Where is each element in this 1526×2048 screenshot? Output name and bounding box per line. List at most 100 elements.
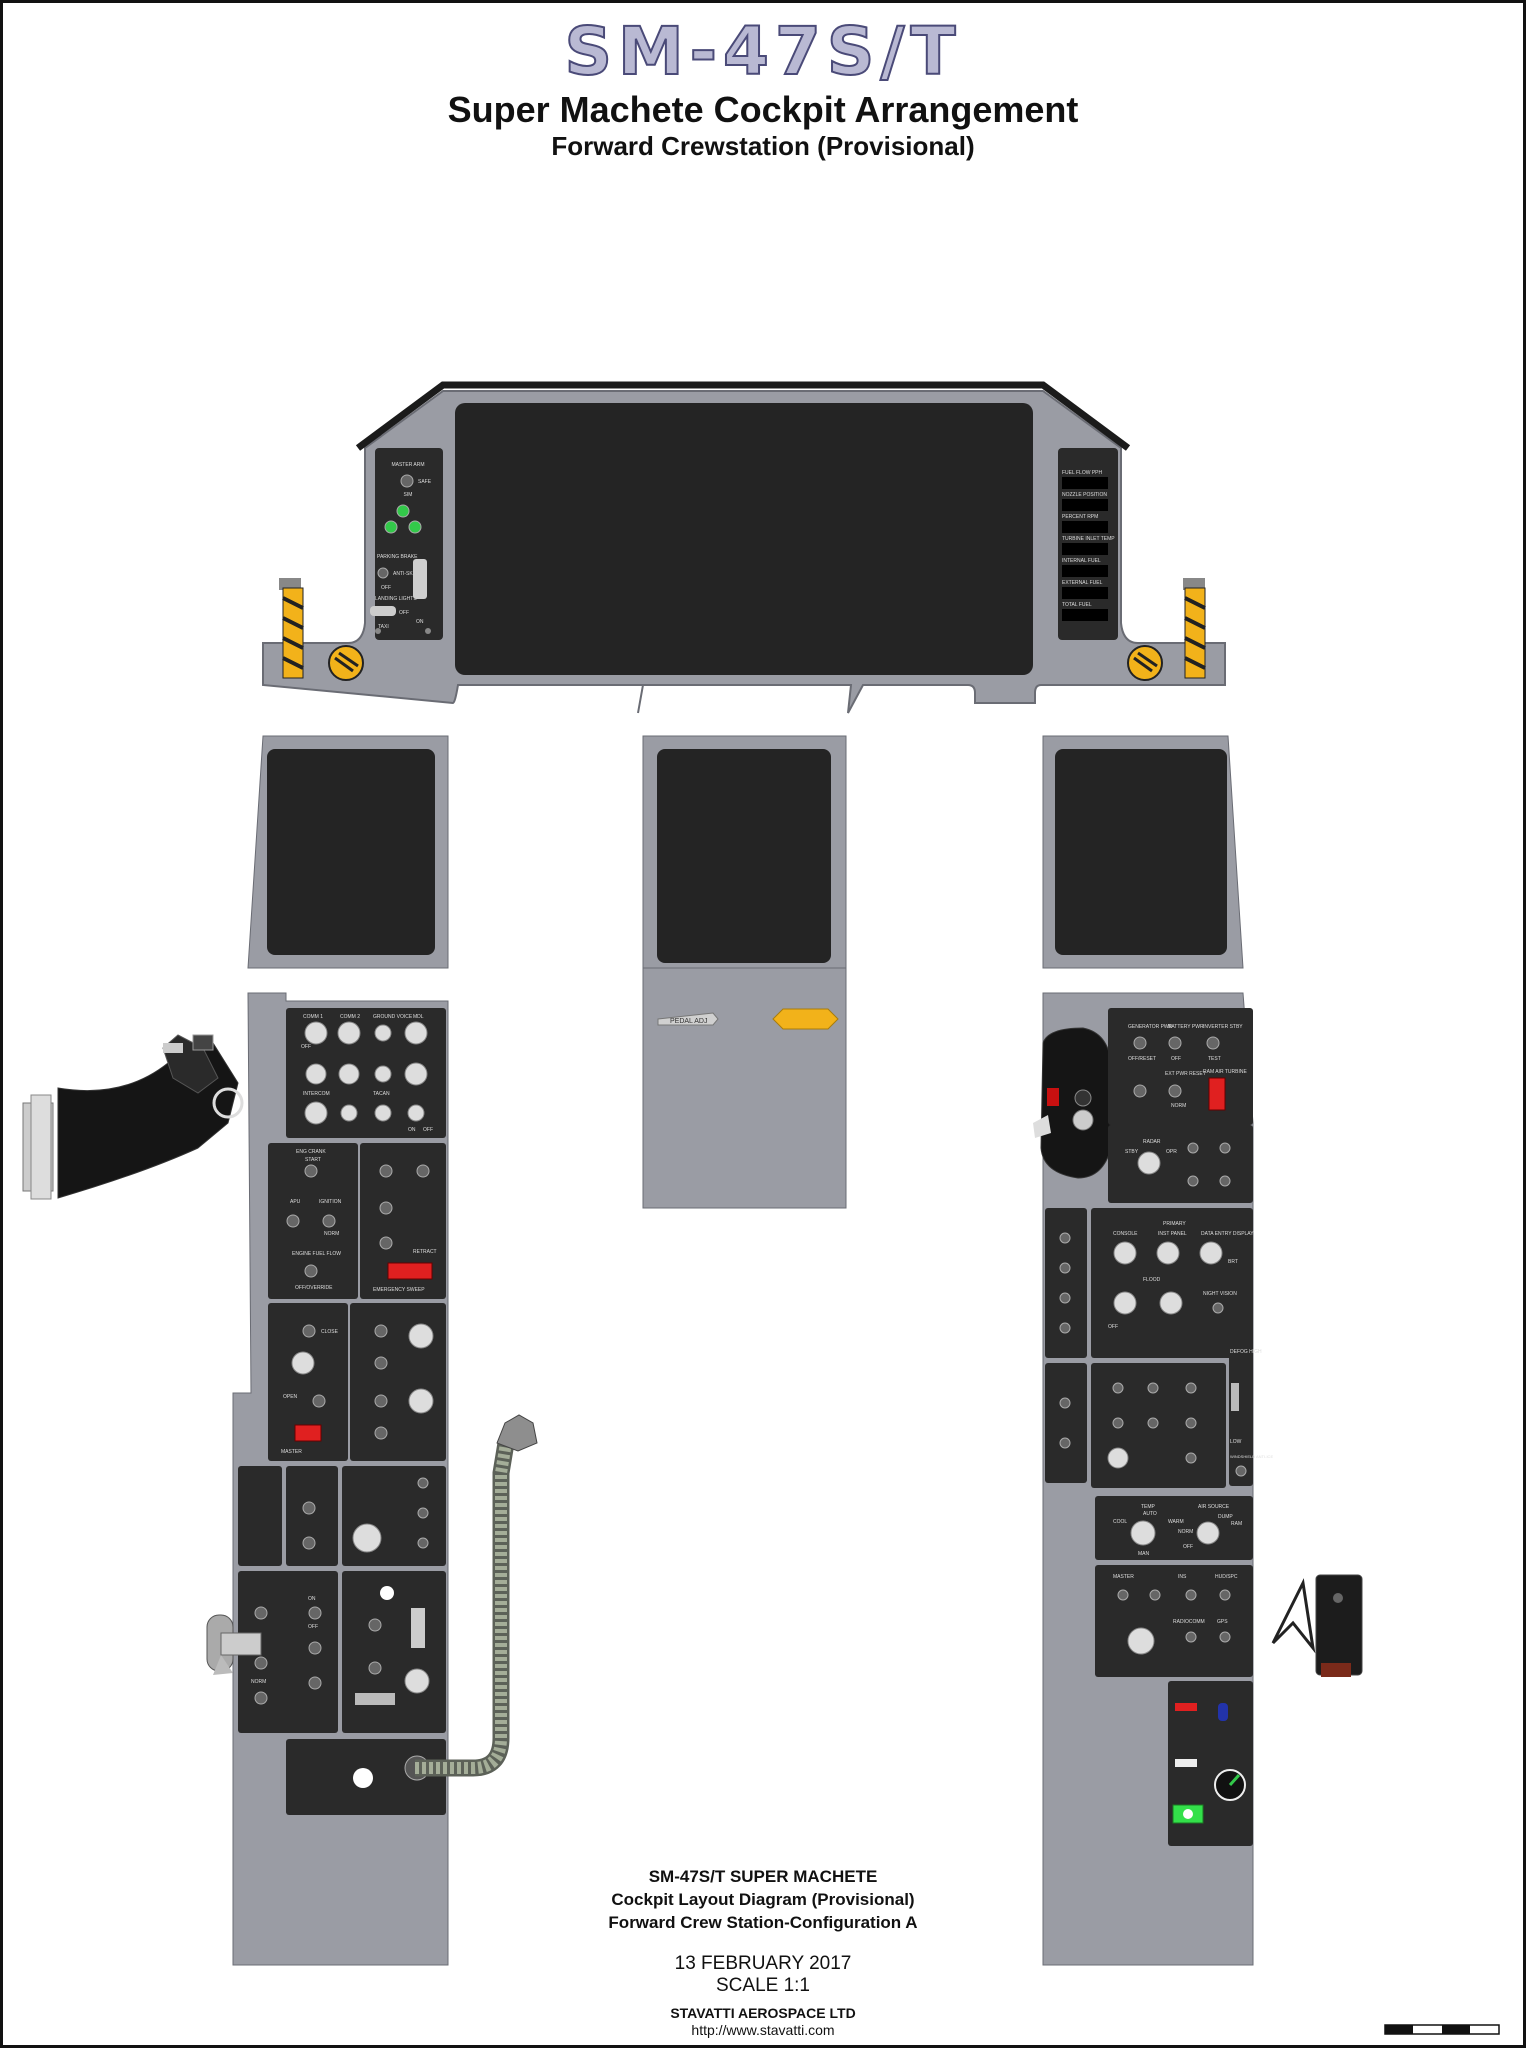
toggle-switch[interactable] (308, 1606, 322, 1620)
rotary-knob[interactable] (1107, 1447, 1129, 1469)
defog-lever[interactable] (1231, 1383, 1239, 1411)
toggle-switch[interactable] (1187, 1142, 1199, 1154)
toggle-switch[interactable] (1185, 1452, 1197, 1464)
toggle-switch[interactable] (1185, 1589, 1197, 1601)
trim-slider[interactable] (355, 1693, 395, 1705)
toggle-switch[interactable] (1185, 1382, 1197, 1394)
apu-switch[interactable] (286, 1214, 300, 1228)
temperature-knob[interactable] (1130, 1520, 1156, 1546)
ext-pwr-switch[interactable] (1168, 1084, 1182, 1098)
left-jettison-button[interactable] (328, 645, 364, 681)
toggle-switch[interactable] (1219, 1175, 1231, 1187)
data-entry-light-knob[interactable] (1199, 1241, 1223, 1265)
mdl-volume-knob[interactable] (404, 1021, 428, 1045)
air-source-knob[interactable] (1196, 1521, 1220, 1545)
right-jettison-button[interactable] (1127, 645, 1163, 681)
toggle-switch[interactable] (312, 1394, 326, 1408)
toggle-switch[interactable] (374, 1356, 388, 1370)
comm1-volume-knob[interactable] (304, 1021, 328, 1045)
left-ejection-handle[interactable] (279, 578, 304, 679)
canopy-handle[interactable] (206, 1614, 262, 1675)
parking-brake-switch[interactable] (377, 567, 389, 579)
radar-mode-knob[interactable] (1137, 1151, 1161, 1175)
master-switch-guard[interactable] (294, 1424, 322, 1442)
toggle-switch[interactable] (368, 1661, 382, 1675)
toggle-switch[interactable] (254, 1656, 268, 1670)
toggle-switch[interactable] (374, 1426, 388, 1440)
toggle-switch[interactable] (1059, 1322, 1071, 1334)
toggle-switch[interactable] (308, 1641, 322, 1655)
comm2-volume-knob[interactable] (337, 1021, 361, 1045)
toggle-switch[interactable] (1117, 1589, 1129, 1601)
toggle-switch[interactable] (302, 1324, 316, 1338)
battery-switch[interactable] (1168, 1036, 1182, 1050)
toggle-switch[interactable] (417, 1477, 429, 1489)
selector-knob[interactable] (352, 1523, 382, 1553)
toggle-switch[interactable] (1219, 1142, 1231, 1154)
toggle-switch[interactable] (417, 1537, 429, 1549)
toggle-switch[interactable] (1059, 1262, 1071, 1274)
trim-wheel[interactable] (411, 1608, 425, 1648)
generator-switch[interactable] (1133, 1036, 1147, 1050)
toggle-switch[interactable] (1133, 1084, 1147, 1098)
toggle-switch[interactable] (1185, 1631, 1197, 1643)
toggle-switch[interactable] (254, 1606, 268, 1620)
audio-knob[interactable] (407, 1104, 425, 1122)
toggle-switch[interactable] (1219, 1589, 1231, 1601)
toggle-switch[interactable] (374, 1324, 388, 1338)
toggle-switch[interactable] (302, 1501, 316, 1515)
toggle-switch[interactable] (379, 1236, 393, 1250)
toggle-switch[interactable] (1059, 1232, 1071, 1244)
audio-knob[interactable] (340, 1104, 358, 1122)
toggle-switch[interactable] (379, 1164, 393, 1178)
inst-panel-light-knob[interactable] (1156, 1241, 1180, 1265)
toggle-switch[interactable] (374, 1394, 388, 1408)
nav-mode-knob[interactable] (1127, 1627, 1155, 1655)
toggle-switch[interactable] (1059, 1397, 1071, 1409)
ground-voice-knob[interactable] (374, 1024, 392, 1042)
toggle-switch[interactable] (1112, 1417, 1124, 1429)
pedal-adjust-handle[interactable] (657, 1012, 719, 1026)
toggle-switch[interactable] (379, 1201, 393, 1215)
toggle-switch[interactable] (1147, 1382, 1159, 1394)
emergency-brake-handle[interactable] (772, 1008, 839, 1030)
inverter-switch[interactable] (1206, 1036, 1220, 1050)
audio-knob[interactable] (374, 1065, 392, 1083)
audio-knob[interactable] (338, 1063, 360, 1085)
toggle-switch[interactable] (1187, 1175, 1199, 1187)
landing-lights-switch[interactable] (370, 606, 396, 616)
audio-knob[interactable] (404, 1062, 428, 1086)
rotary-knob[interactable] (408, 1388, 434, 1414)
rotary-knob[interactable] (404, 1668, 430, 1694)
ignition-switch[interactable] (322, 1214, 336, 1228)
night-vision-switch[interactable] (1212, 1302, 1224, 1314)
toggle-switch[interactable] (1112, 1382, 1124, 1394)
toggle-switch[interactable] (1059, 1437, 1071, 1449)
toggle-switch[interactable] (302, 1536, 316, 1550)
right-ejection-handle[interactable] (1183, 578, 1206, 679)
engine-fuel-flow-switch[interactable] (304, 1264, 318, 1278)
ram-air-turbine-guard[interactable] (1208, 1077, 1226, 1111)
windshield-anti-ice-switch[interactable] (1235, 1465, 1247, 1477)
footer-url[interactable]: http://www.stavatti.com (691, 2022, 835, 2038)
intercom-volume-knob[interactable] (304, 1101, 328, 1125)
rotary-knob[interactable] (408, 1323, 434, 1349)
gear-handle[interactable] (413, 559, 427, 599)
toggle-switch[interactable] (368, 1618, 382, 1632)
toggle-switch[interactable] (1149, 1589, 1161, 1601)
throttle-handle[interactable] (22, 1034, 244, 1200)
audio-knob[interactable] (305, 1063, 327, 1085)
toggle-switch[interactable] (1185, 1417, 1197, 1429)
flood-console-knob[interactable] (1113, 1291, 1137, 1315)
toggle-switch[interactable] (1219, 1631, 1231, 1643)
toggle-switch[interactable] (417, 1507, 429, 1519)
toggle-switch[interactable] (1059, 1292, 1071, 1304)
control-stick[interactable] (1033, 1027, 1112, 1179)
eng-crank-switch[interactable] (304, 1164, 318, 1178)
emergency-sweep-guard[interactable] (387, 1262, 433, 1280)
master-arm-switch[interactable] (400, 474, 414, 488)
toggle-switch[interactable] (254, 1691, 268, 1705)
toggle-switch[interactable] (308, 1676, 322, 1690)
toggle-switch[interactable] (416, 1164, 430, 1178)
rotary-knob[interactable] (291, 1351, 315, 1375)
